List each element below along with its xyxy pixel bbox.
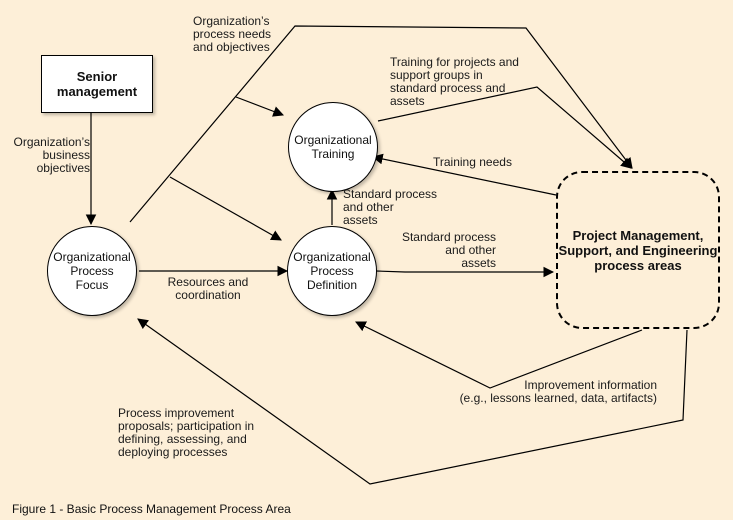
label-std-process-right: Standard process and other assets [401,230,496,270]
org-process-focus-node: Organizational Process Focus [47,226,137,316]
project-areas-label: Project Management, Support, and Enginee… [558,227,718,273]
project-areas-node: Project Management, Support, and Enginee… [556,171,720,329]
label-training-for-projects: Training for projects and support groups… [390,55,519,108]
edge-process-needs [129,25,633,223]
label-resources: Resources and coordination [167,275,249,302]
org-training-label: Organizational Training [294,133,372,161]
label-std-process-up: Standard process and other assets [343,187,438,227]
org-process-definition-node: Organizational Process Definition [287,226,377,316]
label-business-objectives: Organization’s business objectives [13,135,91,175]
edge-needs-to-training [235,96,285,117]
edge-needs-to-definition [169,176,282,241]
org-process-focus-label: Organizational Process Focus [53,250,131,292]
label-improvement-info: Improvement information (e.g., lessons l… [459,378,657,405]
edge-process-improvement [137,318,688,485]
org-training-node: Organizational Training [288,102,378,192]
org-process-definition-label: Organizational Process Definition [293,250,371,292]
edge-training-to-projects [377,86,632,169]
label-process-improvement: Process improvement proposals; participa… [118,406,255,459]
label-training-needs: Training needs [433,155,512,169]
figure-caption: Figure 1 - Basic Process Management Proc… [12,502,291,516]
edge-definition-to-projects [375,266,555,278]
label-process-needs: Organization’s process needs and objecti… [193,14,272,54]
edge-training-needs [371,153,557,196]
senior-management-node: Senior management [41,55,153,113]
senior-management-label: Senior management [56,69,138,99]
edge-improvement-info [355,321,643,389]
